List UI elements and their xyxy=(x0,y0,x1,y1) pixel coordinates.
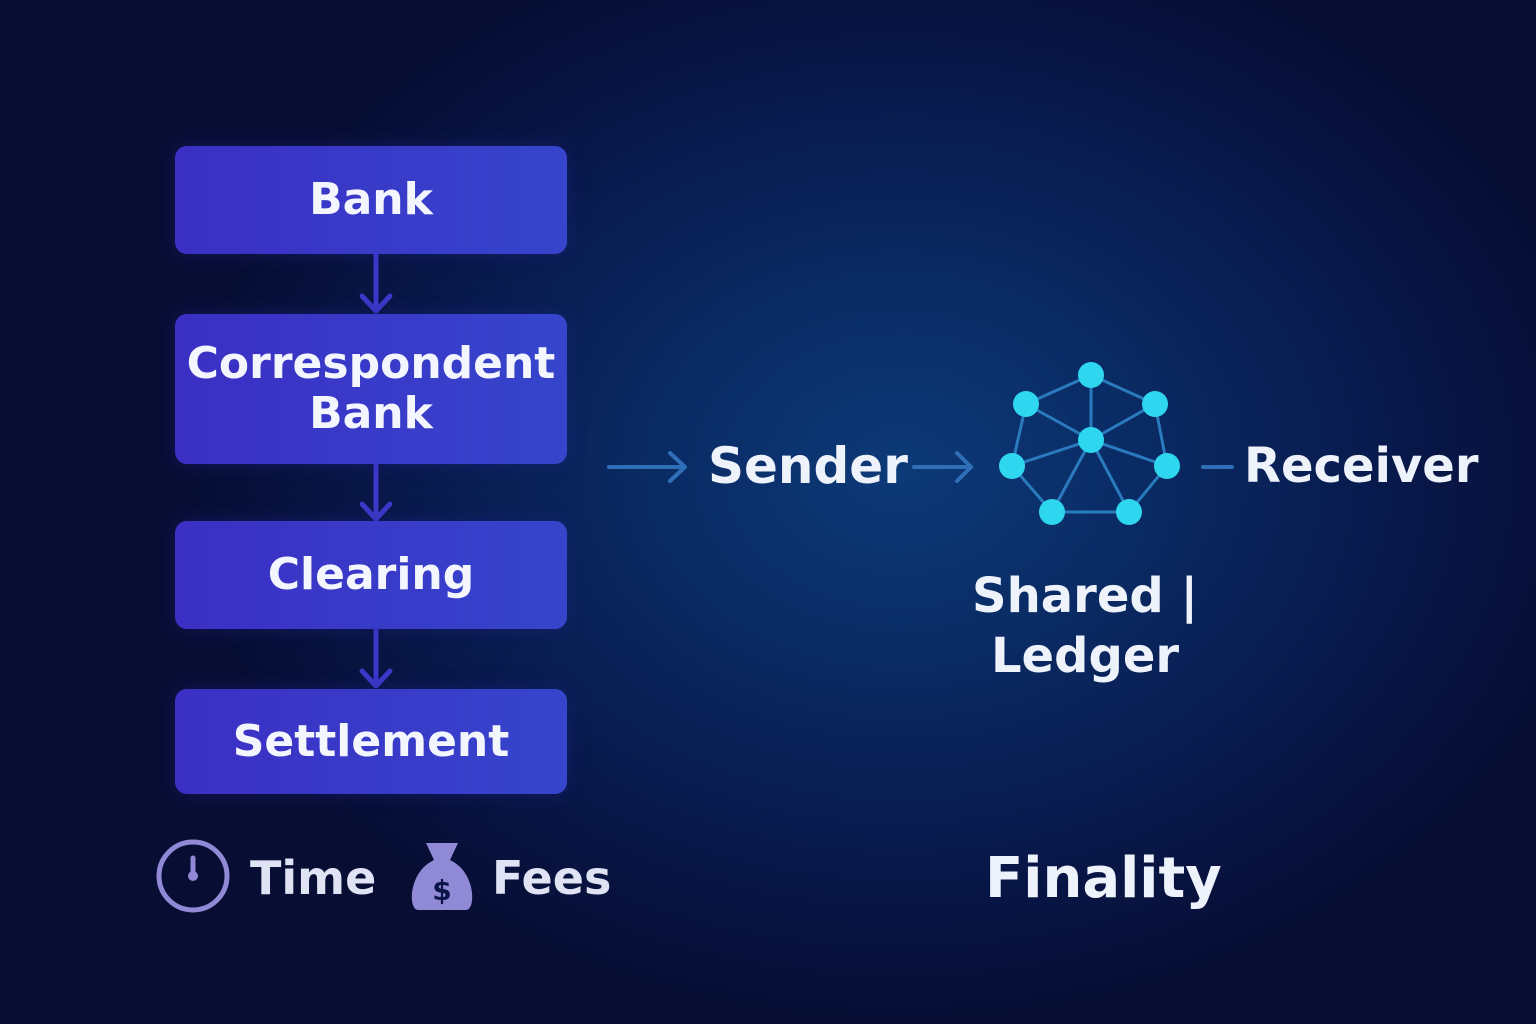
connector-clearing-to-settlement xyxy=(359,626,393,689)
stopwatch-icon xyxy=(156,839,230,913)
fees-label: Fees xyxy=(492,851,612,905)
step-label: Bank xyxy=(309,174,433,225)
step-label: Settlement xyxy=(232,715,510,767)
connector-bank-to-correspondent xyxy=(359,251,393,314)
money-bag-icon: $ xyxy=(411,843,473,910)
step-clearing: Clearing xyxy=(175,521,567,629)
ledger-node-center xyxy=(1078,427,1104,453)
ledger-node xyxy=(1078,362,1104,388)
connector-correspondent-to-clearing xyxy=(359,461,393,522)
finality-label: Finality xyxy=(985,846,1222,911)
arrow-to-sender xyxy=(607,451,687,483)
step-bank: Bank xyxy=(175,146,567,254)
network-nodes-icon xyxy=(999,362,1180,525)
flow-arrows xyxy=(607,451,1234,483)
shared-ledger-label: Shared | Ledger xyxy=(972,568,1198,684)
ledger-node xyxy=(999,453,1025,479)
step-label: Correspondent Bank xyxy=(186,338,556,439)
svg-text:$: $ xyxy=(432,874,451,907)
flow-connectors xyxy=(359,251,393,689)
ledger-node xyxy=(1039,499,1065,525)
ledger-node xyxy=(1154,453,1180,479)
time-label: Time xyxy=(250,851,377,905)
ledger-node xyxy=(1013,391,1039,417)
ledger-node xyxy=(1116,499,1142,525)
step-settlement: Settlement xyxy=(175,689,567,794)
receiver-label: Receiver xyxy=(1244,438,1479,494)
arrow-sender-to-ledger xyxy=(912,451,973,483)
ledger-node xyxy=(1142,391,1168,417)
step-label: Clearing xyxy=(267,549,475,600)
step-correspondent-bank: Correspondent Bank xyxy=(175,314,567,464)
sender-label: Sender xyxy=(708,437,908,495)
